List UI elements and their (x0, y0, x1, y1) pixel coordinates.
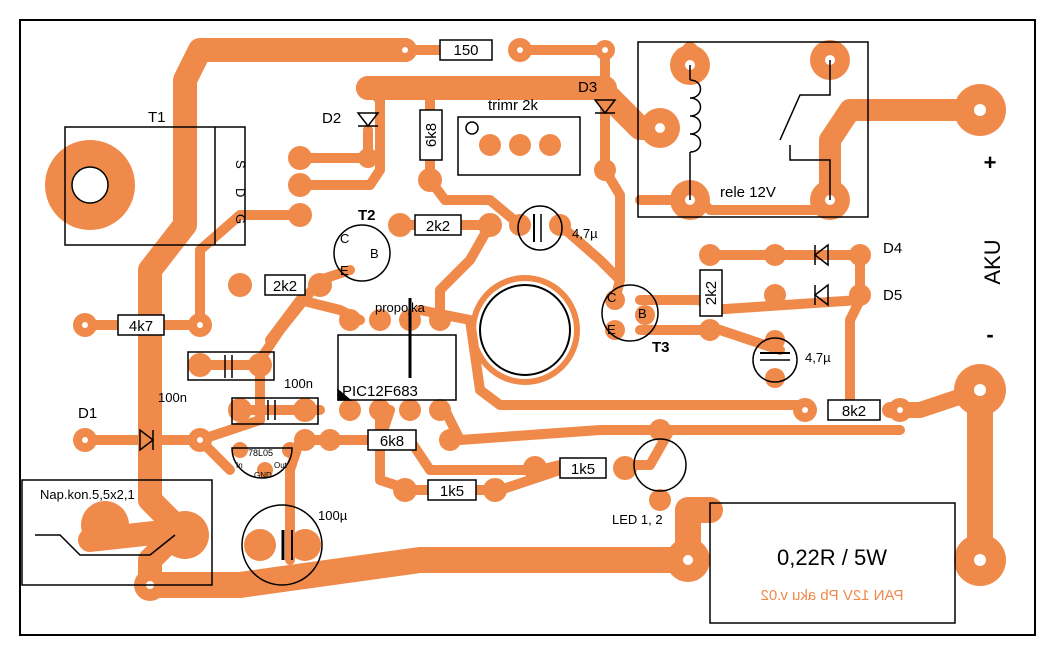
label-reg-out: Out (274, 461, 288, 470)
label-d3: D3 (578, 79, 597, 96)
label-d5: D5 (883, 287, 902, 304)
label-d2: D2 (322, 110, 341, 127)
label-c100n-a: 100n (158, 390, 187, 405)
label-board-title: PAN 12V Pb aku v.02 (761, 587, 904, 604)
label-c4u7-b: 4,7µ (805, 350, 831, 365)
label-plus: + (984, 150, 997, 175)
label-r4k7: 4k7 (129, 318, 153, 335)
label-t1-s: S (233, 160, 248, 169)
label-relay: rele 12V (720, 184, 776, 201)
label-d1: D1 (78, 405, 97, 422)
label-t2: T2 (358, 207, 376, 224)
label-r2k2-right: 2k2 (703, 281, 720, 305)
label-t2-c: C (340, 231, 349, 246)
label-78l05: 78L05 (248, 448, 273, 458)
label-c4u7-a: 4,7µ (572, 226, 598, 241)
label-shunt: 0,22R / 5W (777, 545, 887, 570)
label-t3-e: E (607, 322, 616, 337)
label-r2k2-t2: 2k2 (426, 218, 450, 235)
mounting-hole (479, 284, 571, 376)
label-pic: PIC12F683 (342, 383, 418, 400)
label-t2-b: B (370, 246, 379, 261)
label-t2-e: E (340, 263, 349, 278)
mounting-hole-ring (470, 275, 580, 385)
silkscreen (21, 41, 956, 624)
label-r6k8-top: 6k8 (423, 123, 440, 147)
label-c100n-b: 100n (284, 376, 313, 391)
label-r8k2: 8k2 (842, 403, 866, 420)
label-t3-b: B (638, 306, 647, 321)
label-r2k2-left: 2k2 (273, 278, 297, 295)
label-r1k5-b: 1k5 (571, 461, 595, 478)
label-r6k8-bottom: 6k8 (380, 433, 404, 450)
label-r1k5-a: 1k5 (440, 483, 464, 500)
label-trimmer: trimr 2k (488, 97, 538, 114)
label-t1-g: G (233, 214, 248, 224)
label-c100u: 100µ (318, 508, 348, 523)
label-d4: D4 (883, 240, 902, 257)
label-reg-in: In (236, 461, 243, 470)
label-led: LED 1, 2 (612, 512, 663, 527)
label-t1-d: D (233, 188, 248, 197)
label-r150: 150 (453, 42, 478, 59)
label-t3: T3 (652, 339, 670, 356)
label-t1: T1 (148, 109, 166, 126)
label-jumper: propojka (375, 300, 426, 315)
label-connector: Nap.kon.5,5x2,1 (40, 487, 135, 502)
label-reg-gnd: GND (254, 471, 272, 480)
resistor-bodies (117, 39, 881, 501)
label-aku: AKU (980, 239, 1005, 284)
label-minus: - (986, 322, 993, 347)
label-t3-c: C (607, 290, 616, 305)
